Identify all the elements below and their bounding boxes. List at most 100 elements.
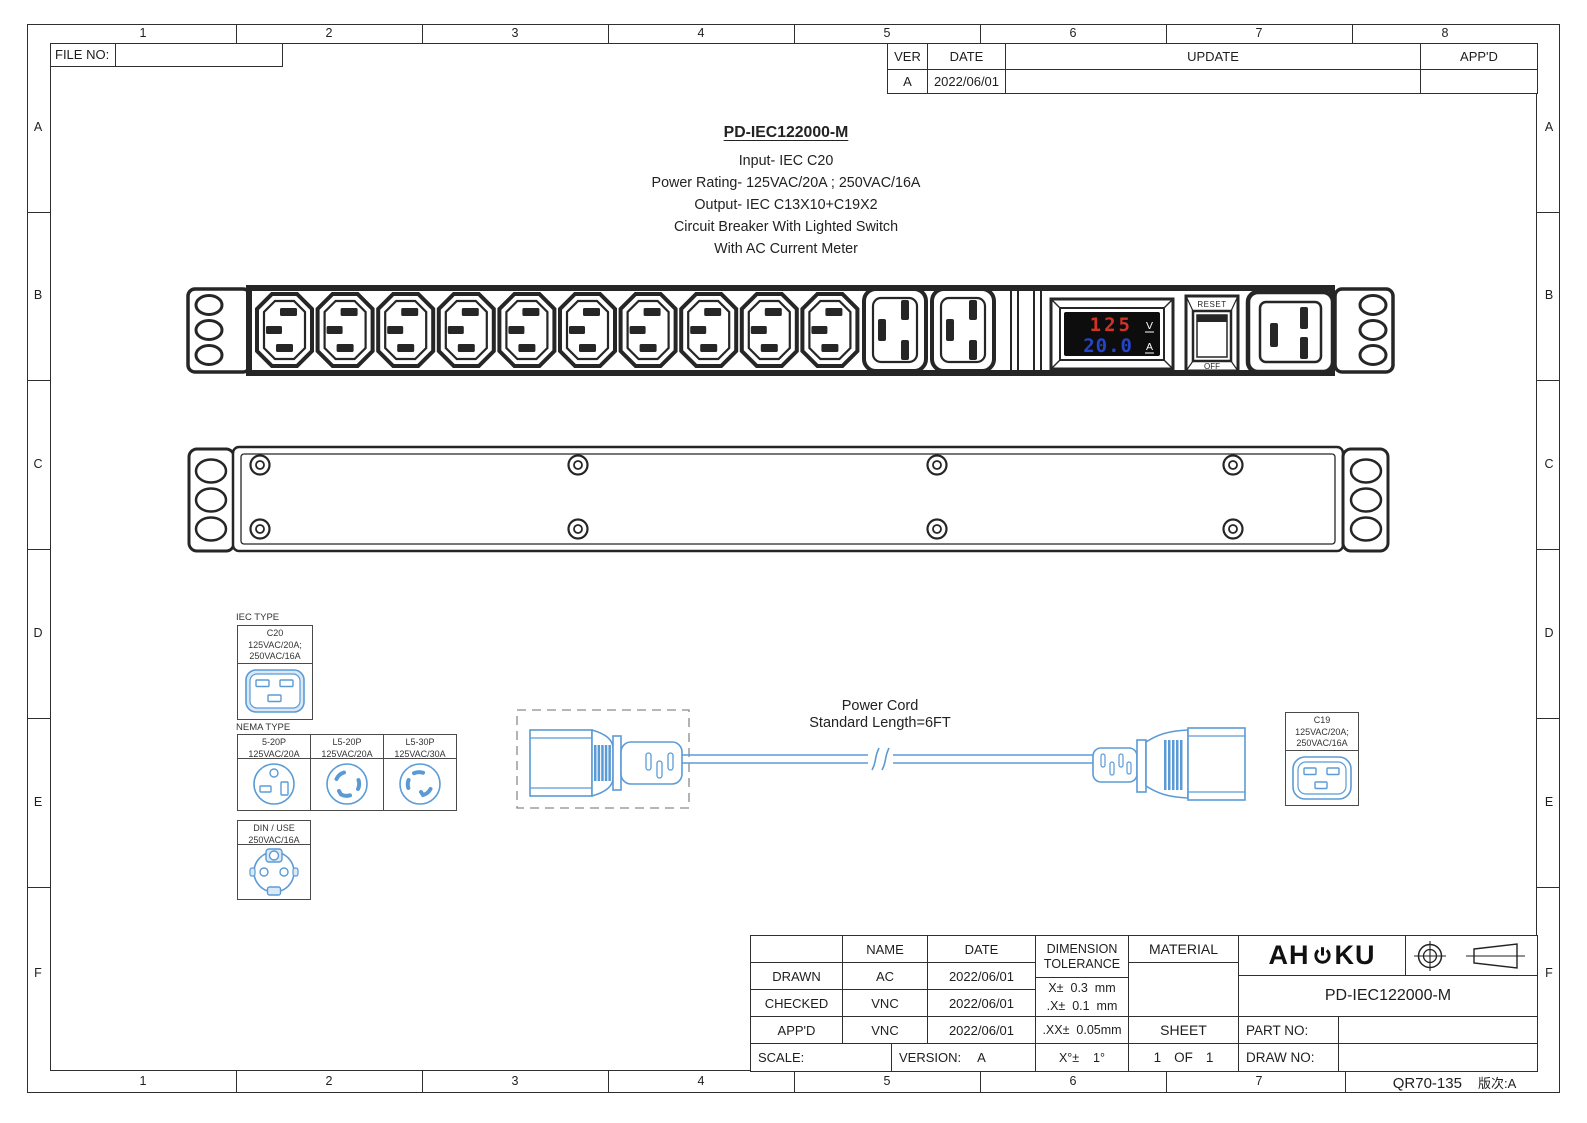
nema-rating: 125VAC/30A (394, 748, 446, 759)
spec-line: With AC Current Meter (714, 241, 858, 257)
row-ref: A (1544, 120, 1554, 134)
col-ref: 8 (1441, 26, 1449, 40)
meter-voltage-unit: V (1146, 320, 1153, 332)
tb-projection-cell (1405, 935, 1538, 976)
grid-tick (27, 380, 50, 381)
ac-current-meter: 125 V 20.0 A (1049, 297, 1175, 371)
grid-tick (608, 24, 609, 43)
grid-tick (980, 24, 981, 43)
product-model: PD-IEC122000-M (723, 124, 849, 141)
tb-material-value (1128, 962, 1239, 1017)
breaker-off-label: OFF (1204, 362, 1220, 371)
cord-line (682, 747, 1093, 771)
grid-tick (1537, 212, 1560, 213)
nema-l5-30p-box: L5-30P 125VAC/30A (383, 734, 457, 811)
row-ref: B (1544, 288, 1554, 302)
tb-appd-name: VNC (842, 1016, 928, 1044)
nema-type-label: NEMA TYPE (236, 722, 291, 733)
c20-name: C20 (266, 628, 284, 638)
tb-appd-date: 2022/06/01 (927, 1016, 1036, 1044)
c19-outlet-icon (1292, 755, 1352, 800)
grid-tick (608, 1071, 609, 1093)
grid-tick (236, 24, 237, 43)
tb-sheet-label: SHEET (1128, 1016, 1239, 1044)
rev-appd-header: APP'D (1420, 43, 1538, 70)
nema-name: L5-20P (332, 737, 362, 747)
row-ref: C (1544, 457, 1554, 471)
nema-name: L5-30P (405, 737, 435, 747)
tb-version-cell: VERSION: A (891, 1043, 1036, 1072)
nema-rating: 125VAC/20A (248, 748, 300, 759)
c19-name: C19 (1313, 715, 1331, 725)
rear-panel-inner (240, 453, 1336, 545)
rev-date-value: 2022/06/01 (927, 69, 1006, 94)
panel-dividers (1010, 288, 1042, 373)
grid-tick (1166, 1071, 1167, 1093)
cord-plug-right (1092, 727, 1246, 801)
col-ref: 7 (1255, 26, 1263, 40)
row-ref: F (34, 966, 42, 980)
cord-plug-left (529, 728, 683, 798)
revision-note: 版次:A (1477, 1076, 1517, 1091)
tb-name-header: NAME (842, 935, 928, 963)
grid-tick (27, 212, 50, 213)
c13-outlet (558, 292, 617, 368)
col-ref: 7 (1255, 1074, 1263, 1088)
grid-tick (422, 24, 423, 43)
rev-update-header: UPDATE (1005, 43, 1421, 70)
row-ref: F (1545, 966, 1553, 980)
row-ref: D (1544, 626, 1554, 640)
tb-corner-cell (750, 935, 843, 963)
meter-current-unit: A (1146, 341, 1153, 353)
mounting-ear-left (186, 287, 252, 374)
grid-tick (422, 1071, 423, 1093)
meter-screen (1064, 312, 1160, 356)
product-title-block: PD-IEC122000-M Input- IEC C20 Power Rati… (536, 122, 1036, 260)
grid-tick (1166, 24, 1167, 43)
rev-ver-value: A (887, 69, 928, 94)
grid-tick (1537, 718, 1560, 719)
row-ref: A (33, 120, 43, 134)
c13-outlet (436, 292, 496, 368)
col-ref: 3 (511, 1074, 519, 1088)
tb-part-no-label: PART NO: (1238, 1016, 1339, 1044)
tb-appd-label: APP'D (750, 1016, 843, 1044)
c13-outlet (739, 292, 799, 368)
doc-code-divider (1345, 1071, 1346, 1093)
nema-name: 5-20P (261, 737, 287, 747)
power-cord-label: Power Cord Standard Length=6FT (740, 698, 1020, 732)
c19-rating: 250VAC/16A (1296, 738, 1348, 748)
c13-outlet (497, 292, 557, 368)
rev-date-header: DATE (927, 43, 1006, 70)
row-ref: B (33, 288, 43, 302)
tb-tolerance-angle: X°± 1° (1035, 1043, 1129, 1072)
tb-brand-cell: AH KU (1238, 935, 1406, 976)
c13-outlet (679, 292, 739, 368)
din-name: DIN / USE (253, 823, 295, 833)
nema-5-20p-icon (253, 763, 295, 805)
tb-draw-no-value (1338, 1043, 1538, 1072)
tb-tolerance-header: DIMENSION TOLERANCE (1035, 935, 1129, 978)
c13-outlet (376, 292, 436, 368)
col-ref: 6 (1069, 26, 1077, 40)
row-ref: E (1544, 795, 1554, 809)
tb-drawn-name: AC (842, 962, 928, 990)
grid-tick (1537, 549, 1560, 550)
grid-tick (236, 1071, 237, 1093)
screw-holes (249, 454, 1244, 540)
col-ref: 3 (511, 26, 519, 40)
c13-outlet (800, 292, 860, 368)
c19-rating: 125VAC/20A; (1295, 726, 1349, 737)
grid-tick (27, 549, 50, 550)
power-cord-length: Standard Length=6FT (809, 715, 951, 731)
tb-drawn-date: 2022/06/01 (927, 962, 1036, 990)
col-ref: 5 (883, 1074, 891, 1088)
mounting-ear-right (1341, 447, 1390, 553)
rev-appd-value (1420, 69, 1538, 94)
meter-current: 20.0 (1083, 335, 1133, 357)
grid-tick (980, 1071, 981, 1093)
breaker-switch[interactable]: RESET OFF (1184, 294, 1240, 373)
col-ref: 2 (325, 26, 333, 40)
grid-tick (794, 1071, 795, 1093)
